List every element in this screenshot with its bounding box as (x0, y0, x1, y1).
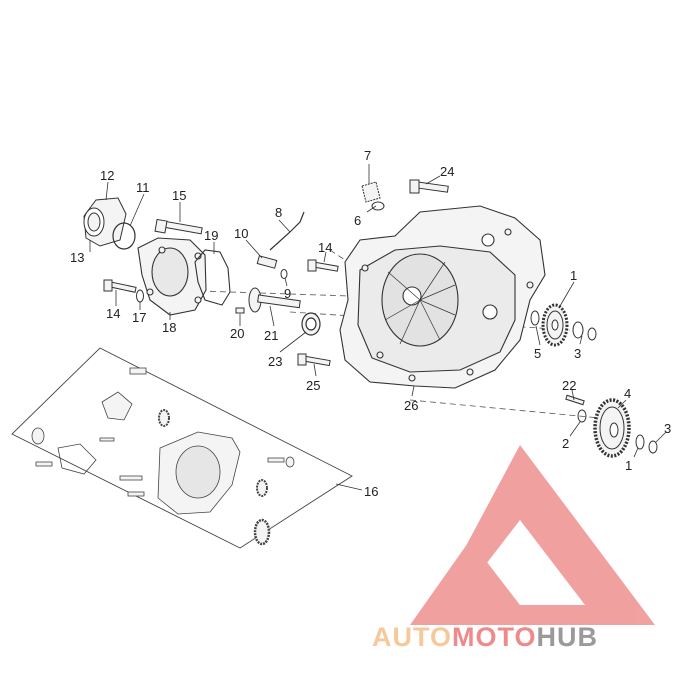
callout-8: 8 (275, 205, 282, 220)
washer-9 (280, 269, 288, 279)
brand-hub: HUB (536, 622, 599, 652)
callout-1-upper: 1 (570, 268, 577, 283)
callout-23: 23 (268, 354, 282, 369)
callout-10: 10 (234, 226, 248, 241)
callout-14-right: 14 (318, 240, 332, 255)
callout-6: 6 (354, 213, 361, 228)
thermostat-housing (83, 197, 127, 247)
screw-25 (297, 353, 331, 367)
callout-1-lower: 1 (625, 458, 632, 473)
callout-20: 20 (230, 326, 244, 341)
brand-moto: MOTO (452, 622, 537, 652)
kit-box (11, 347, 353, 549)
callout-3-upper: 3 (574, 346, 581, 361)
sensor-10 (256, 255, 278, 269)
gasket-19 (194, 249, 231, 306)
callout-18: 18 (162, 320, 176, 335)
callout-22: 22 (562, 378, 576, 393)
screw-14-right (307, 259, 339, 272)
callout-4: 4 (624, 386, 631, 401)
callout-14-left: 14 (106, 306, 120, 321)
pin-22 (565, 394, 585, 406)
callout-11: 11 (136, 180, 150, 195)
callout-17: 17 (132, 310, 146, 325)
callout-5: 5 (534, 346, 541, 361)
o-ring-11 (112, 222, 136, 250)
o-ring-6 (371, 201, 385, 211)
callout-numbers: 1 5 3 4 22 2 1 3 26 7 6 24 8 10 9 14 25 … (70, 148, 671, 499)
callout-21: 21 (264, 328, 278, 343)
gear-large (593, 398, 631, 458)
washer-5 (530, 310, 540, 326)
callout-16: 16 (364, 484, 378, 499)
crankcase-cover (339, 205, 546, 389)
seal-23 (301, 312, 321, 336)
callout-13: 13 (70, 250, 84, 265)
impeller-shaft-21 (248, 287, 301, 313)
water-pump-cover (137, 237, 207, 316)
washer-17 (136, 289, 144, 303)
callout-9: 9 (284, 286, 291, 301)
screw-24 (409, 179, 449, 194)
callout-24: 24 (440, 164, 454, 179)
callout-12: 12 (100, 168, 114, 183)
callout-19: 19 (204, 228, 218, 243)
callout-26: 26 (404, 398, 418, 413)
callout-2: 2 (562, 436, 569, 451)
watermark-logo-mark (410, 445, 655, 625)
callout-15: 15 (172, 188, 186, 203)
pin-20 (235, 307, 245, 314)
brand-auto: AUTO (372, 622, 453, 652)
pipe-8 (269, 211, 305, 251)
cap-7 (361, 181, 381, 203)
washer-3a (572, 321, 597, 341)
callout-7: 7 (364, 148, 371, 163)
gear-small (541, 303, 569, 347)
screw-14-left (103, 279, 137, 293)
leader-lines (89, 164, 667, 491)
kit-box-contents (31, 367, 295, 546)
watermark-brand-text: AUTOMOTOHUB (372, 622, 700, 653)
washers-1-3-lower (577, 409, 658, 454)
callout-25: 25 (306, 378, 320, 393)
screw-15 (154, 218, 203, 235)
callout-3-lower: 3 (664, 421, 671, 436)
